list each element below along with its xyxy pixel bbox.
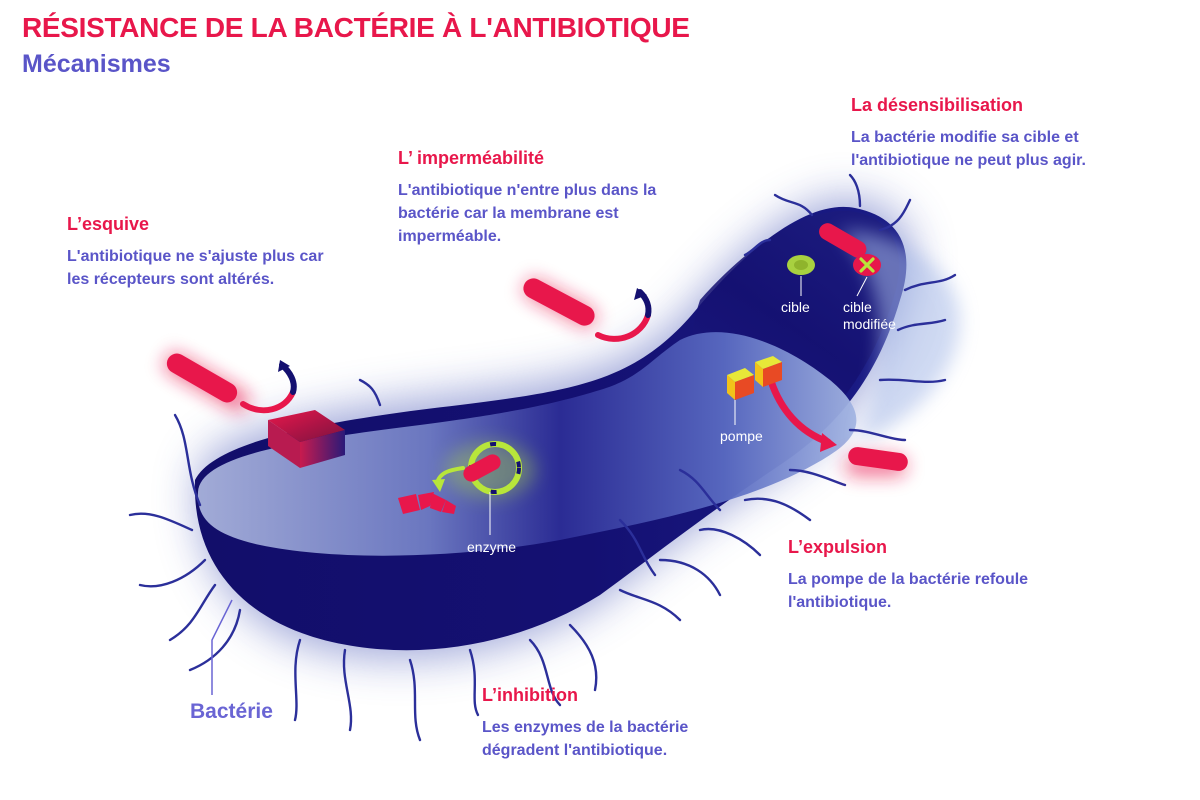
page-title: RÉSISTANCE DE LA BACTÉRIE À L'ANTIBIOTIQ… [22, 12, 690, 43]
impermeabilite-illustration [523, 278, 652, 342]
label-pompe: pompe [720, 428, 763, 444]
deflection-arrow [634, 288, 647, 300]
flagella [128, 173, 957, 742]
esquive-illustration [164, 352, 345, 468]
antibiotic-capsule [166, 353, 238, 403]
antibiotic-capsule [819, 223, 867, 258]
mechanism-esquive: L’esquive L'antibiotique ne s'ajuste plu… [67, 214, 327, 291]
antibiotic-capsule [463, 454, 501, 482]
receptor-block [268, 410, 345, 442]
mechanism-desensibilisation: La désensibilisation La bactérie modifie… [851, 95, 1141, 172]
desensibilisation-illustration [787, 223, 881, 297]
mechanism-description: L'antibiotique n'entre plus dans la bact… [398, 182, 657, 245]
inhibition-illustration [398, 441, 535, 535]
mechanism-title: La désensibilisation [851, 95, 1024, 115]
mechanism-title: L’esquive [67, 214, 150, 234]
deflection-arrow [278, 360, 290, 372]
expulsion-arrow [820, 433, 837, 452]
degraded-antibiotic [398, 492, 456, 514]
mechanism-title: L’expulsion [788, 537, 888, 557]
label-enzyme: enzyme [467, 539, 517, 555]
bacterium-pointer [211, 599, 233, 695]
mechanism-description: L'antibiotique ne s'ajuste plus car les … [67, 248, 324, 288]
antibiotic-capsule [523, 278, 595, 326]
expulsion-illustration [727, 356, 908, 477]
label-bacterie: Bactérie [190, 700, 273, 723]
mechanism-title: L’inhibition [482, 685, 578, 705]
page-subtitle: Mécanismes [22, 50, 171, 78]
mechanism-title: L’ imperméabilité [398, 148, 545, 168]
mechanism-description: Les enzymes de la bactérie dégradent l'a… [482, 719, 689, 759]
mechanism-inhibition: L’inhibition Les enzymes de la bactérie … [482, 685, 737, 762]
mechanism-description: La pompe de la bactérie refoule l'antibi… [788, 571, 1029, 611]
pump [727, 368, 754, 382]
mechanism-impermeabilite: L’ imperméabilité L'antibiotique n'entre… [398, 148, 683, 248]
mechanism-description: La bactérie modifie sa cible et l'antibi… [851, 129, 1086, 169]
bacterium [128, 173, 960, 742]
antibiotic-capsule [848, 447, 908, 471]
label-cible: cible [781, 299, 810, 315]
mechanism-expulsion: L’expulsion La pompe de la bactérie refo… [788, 537, 1073, 614]
label-cible-modifiee: cible modifiée [843, 299, 896, 332]
